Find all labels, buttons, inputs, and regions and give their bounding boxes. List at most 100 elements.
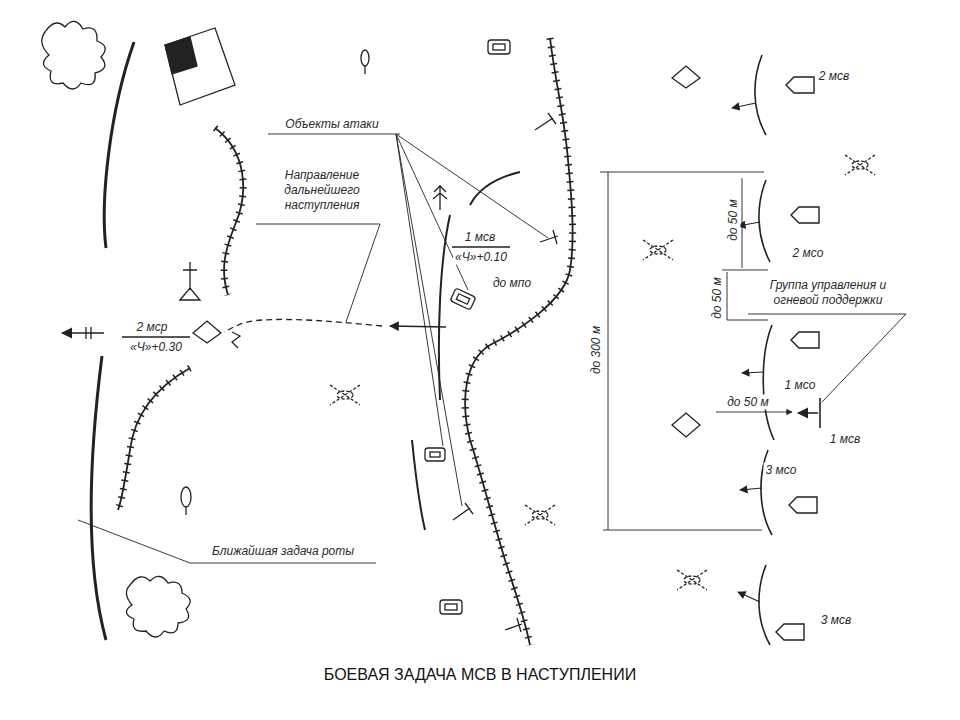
map-label: Ближайшая задача роты: [210, 544, 356, 559]
tree-symbol: [185, 507, 186, 515]
arrow-ticks: [86, 327, 91, 339]
squad-arrow: [740, 488, 762, 490]
vehicle-symbol: [440, 600, 462, 614]
own-line: [470, 172, 520, 205]
tree-symbol: [361, 50, 369, 66]
enemy-position: [643, 240, 673, 260]
squad-arrow: [738, 222, 760, 226]
enemy-position: [532, 511, 548, 519]
enemy-position: [677, 570, 707, 590]
vehicle-symbol: [488, 40, 510, 54]
own-line: [412, 440, 425, 530]
building-symbol: [165, 28, 235, 105]
map-label: 1 мсв: [828, 432, 862, 447]
tree-symbol: [361, 50, 369, 74]
building-fill: [165, 37, 197, 74]
map-label: до 50 м: [725, 395, 771, 410]
line-of-objective: [91, 356, 106, 640]
enemy-trench-ticks: [465, 38, 572, 645]
vehicle-symbol: [488, 40, 510, 54]
squad-front: [755, 55, 774, 645]
map-label: до 300 м: [589, 324, 604, 376]
enemy-position: [684, 576, 700, 584]
tree-symbol: [181, 487, 191, 507]
squad-arrow: [732, 103, 764, 602]
squad-front: [763, 325, 774, 440]
tree-symbol: [364, 66, 365, 74]
map-label: «Ч»+0.10: [453, 250, 509, 265]
enemy-position: [650, 246, 666, 254]
map-label: Группа управления и огневой поддержки: [751, 278, 905, 308]
enemy-position: [845, 155, 875, 175]
map-label: 1 мсв: [463, 230, 497, 245]
fraction-line: [122, 336, 190, 337]
enemy-trench-ticks: [118, 368, 190, 510]
platoon-leader-symbol: [798, 412, 818, 414]
vehicle-symbol: [450, 288, 476, 310]
advance-arrow: [62, 332, 104, 334]
church-symbol: [180, 262, 200, 300]
squad-arrow: [742, 372, 764, 373]
squad-arrow: [732, 103, 756, 108]
further-advance-path: [224, 319, 382, 332]
tree-symbol: [181, 487, 191, 515]
weapon-symbol: [540, 230, 558, 244]
squad-front: [759, 565, 770, 645]
caption: БОЕВАЯ ЗАДАЧА МСВ В НАСТУПЛЕНИИ: [321, 666, 639, 684]
attack-arrow: [390, 326, 446, 327]
vehicle-symbol: [440, 600, 462, 614]
vehicle-icon: [789, 497, 817, 513]
vehicle-symbol: [493, 44, 505, 50]
vehicle-symbol: [425, 448, 445, 461]
squad-front: [755, 55, 766, 135]
enemy-position: [337, 391, 353, 399]
enemy-position: [330, 385, 360, 405]
vehicle-symbol: [425, 448, 445, 461]
line-of-objective: [104, 42, 134, 248]
vehicle-symbol: [430, 452, 440, 457]
vehicle-icon: [786, 77, 814, 93]
dimension-line: [600, 172, 764, 530]
platoon-leader-symbol: [819, 398, 821, 428]
map-label: Направление дальнейшего наступления: [265, 168, 379, 213]
map-label: Объекты атаки: [283, 117, 380, 132]
enemy-position: [525, 505, 555, 525]
vehicle-icon: [791, 207, 819, 223]
forest-symbol: [42, 21, 105, 89]
weapon-symbol: [535, 113, 556, 130]
enemy-position: [330, 385, 360, 405]
map-label: до 50 м: [726, 197, 741, 243]
vehicle-symbol: [456, 294, 469, 305]
vehicle-symbol: [445, 604, 457, 610]
map-label: 2 мср: [135, 320, 170, 335]
weapon-symbol: [535, 113, 556, 130]
objective-diamond: [672, 66, 700, 88]
vehicle-icon: [791, 332, 819, 348]
own-line: [439, 215, 450, 400]
enemy-position: [845, 155, 875, 175]
enemy-trench: [118, 368, 190, 510]
weapon-symbol: [505, 618, 522, 632]
leader-line: [256, 224, 380, 322]
map-label: 1 мсо: [783, 378, 818, 393]
enemy-trench-ticks: [215, 128, 243, 295]
tree-symbol: [433, 185, 447, 210]
tree-symbol: [433, 185, 447, 210]
map-label: 3 мсо: [764, 463, 799, 478]
enemy-position: [643, 240, 673, 260]
objective-diamond: [193, 321, 221, 343]
enemy-position: [525, 505, 555, 525]
squad-front: [759, 180, 770, 262]
small-marker: [232, 332, 240, 348]
weapon-symbol: [453, 503, 473, 520]
map-label: 3 мсв: [819, 613, 853, 628]
map-label: 2 мсо: [791, 246, 826, 261]
platoon-leader-symbol: [798, 398, 820, 428]
squad-arrow: [738, 592, 760, 602]
dimension-line: [716, 412, 792, 413]
enemy-trench: [215, 128, 243, 295]
enemy-trench: [465, 38, 572, 645]
map-label: до 50 м: [710, 275, 725, 321]
weapon-symbol: [505, 618, 522, 632]
vehicle-icon: [776, 624, 804, 640]
